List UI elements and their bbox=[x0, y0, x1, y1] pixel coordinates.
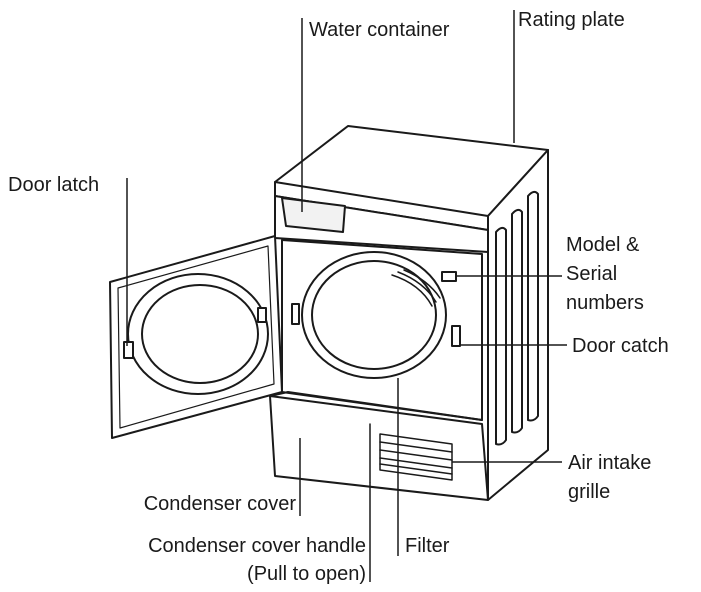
door-inner-edge bbox=[117, 245, 275, 429]
side-rib-1 bbox=[495, 226, 507, 446]
plinth-top-edge bbox=[269, 391, 483, 421]
label-model-line2: Serial bbox=[566, 263, 618, 285]
label-water-container: Water container bbox=[309, 19, 450, 41]
door-hinge-tab bbox=[257, 307, 267, 323]
water-container-drawer bbox=[281, 197, 346, 233]
door-window-outer bbox=[127, 273, 269, 395]
model-plate bbox=[441, 271, 457, 282]
label-rating-plate: Rating plate bbox=[518, 9, 625, 31]
label-model-line3: numbers bbox=[566, 292, 644, 314]
label-door-catch: Door catch bbox=[572, 335, 669, 357]
hinge-block bbox=[291, 303, 300, 325]
side-rib-3 bbox=[527, 190, 539, 422]
label-condenser-handle-line1: Condenser cover handle bbox=[148, 535, 366, 557]
drum-baffles bbox=[391, 269, 441, 307]
label-condenser-cover: Condenser cover bbox=[143, 493, 296, 515]
door-window-inner bbox=[141, 284, 259, 384]
drum-opening-inner bbox=[311, 260, 437, 370]
air-intake-grille bbox=[379, 433, 453, 481]
side-rib-2 bbox=[511, 208, 523, 434]
label-air-intake-line2: grille bbox=[568, 481, 611, 503]
plinth bbox=[269, 395, 489, 501]
door-latch-block bbox=[123, 341, 134, 359]
label-condenser-handle-line2: (Pull to open) bbox=[247, 563, 366, 585]
label-air-intake-line1: Air intake bbox=[568, 452, 652, 474]
label-filter: Filter bbox=[405, 535, 450, 557]
door-panel bbox=[109, 235, 283, 439]
drum-opening-outer bbox=[301, 251, 447, 379]
cabinet-right-side bbox=[487, 149, 549, 501]
door-catch-block bbox=[451, 325, 461, 347]
label-door-latch: Door latch bbox=[8, 174, 100, 196]
label-model-line1: Model & bbox=[566, 234, 640, 256]
